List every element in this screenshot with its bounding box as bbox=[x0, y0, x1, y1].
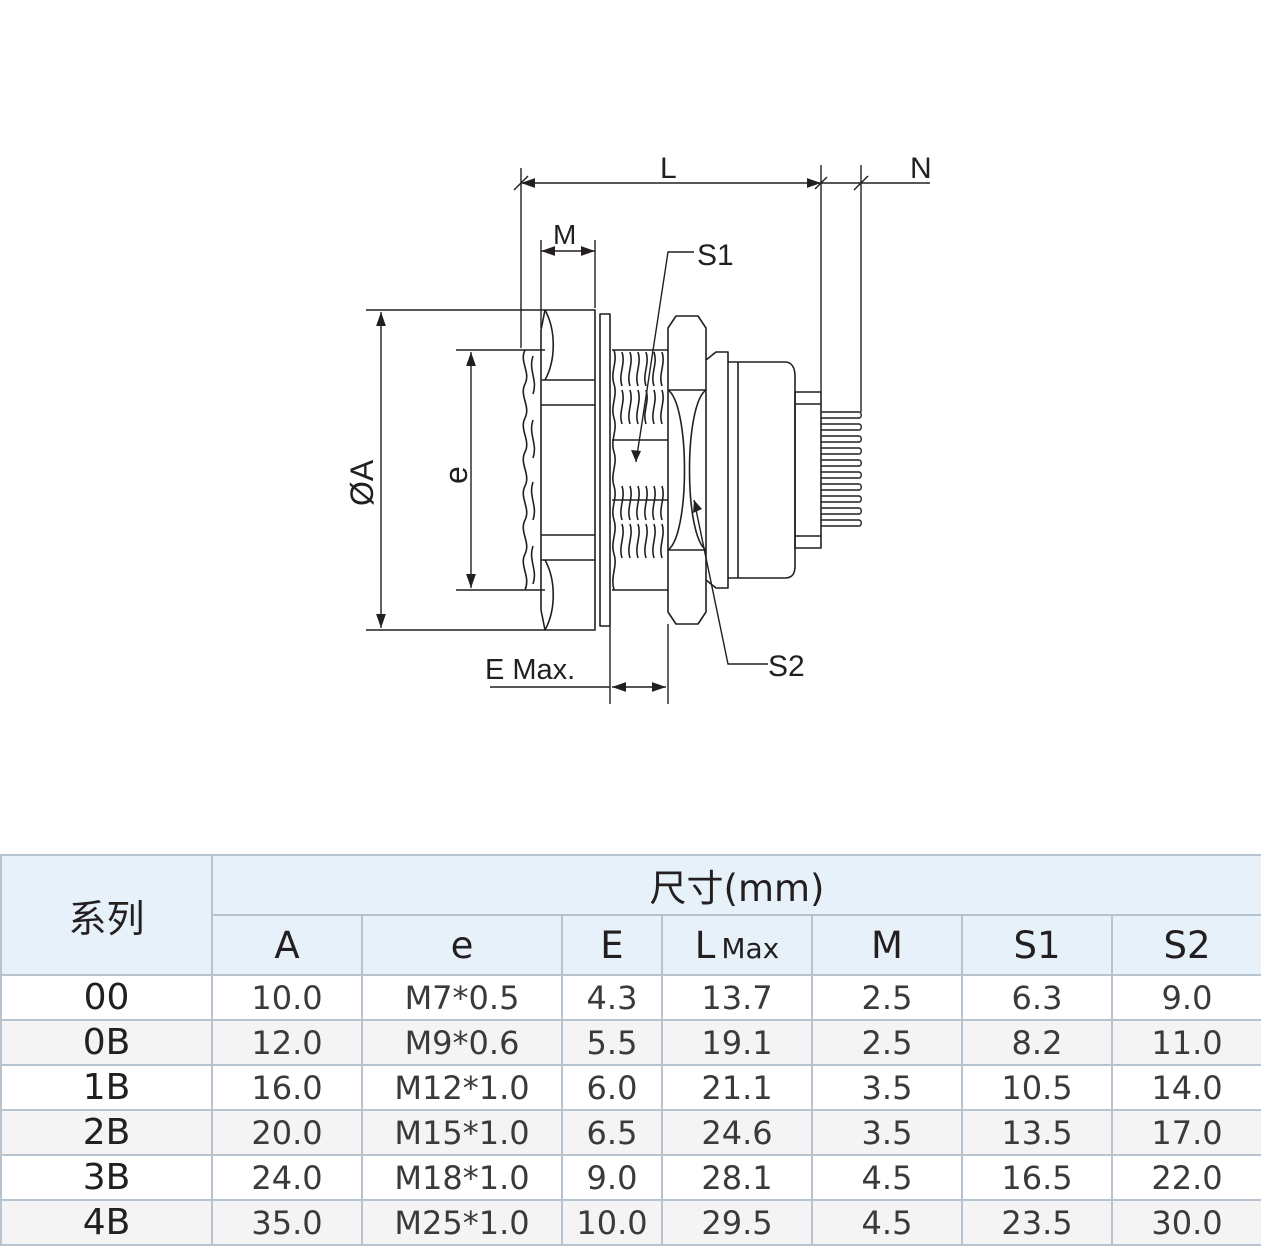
table-cell: M15*1.0 bbox=[361, 1109, 563, 1156]
table-cell: 3.5 bbox=[811, 1109, 963, 1156]
table-cell: 4.5 bbox=[811, 1199, 963, 1246]
table-cell: 6.0 bbox=[561, 1064, 663, 1111]
label-S2: S2 bbox=[768, 650, 805, 683]
table-cell: M12*1.0 bbox=[361, 1064, 563, 1111]
table-cell: 16.5 bbox=[961, 1154, 1113, 1201]
table-cell: 2.5 bbox=[811, 974, 963, 1021]
table-cell: 14.0 bbox=[1111, 1064, 1261, 1111]
table-cell: 10.0 bbox=[211, 974, 363, 1021]
column-header-label: E bbox=[600, 923, 624, 967]
table-cell: 21.1 bbox=[661, 1064, 813, 1111]
label-e: e bbox=[438, 466, 474, 484]
column-header-label: L bbox=[694, 923, 716, 967]
label-N: N bbox=[910, 152, 932, 185]
pin-block bbox=[794, 391, 822, 549]
table-cell: 4.5 bbox=[811, 1154, 963, 1201]
label-S1: S1 bbox=[697, 239, 734, 272]
table-cell: 17.0 bbox=[1111, 1109, 1261, 1156]
table-cell: 8.2 bbox=[961, 1019, 1113, 1066]
table-cell: 19.1 bbox=[661, 1019, 813, 1066]
table-cell: 6.5 bbox=[561, 1109, 663, 1156]
column-header-a: A bbox=[211, 914, 363, 976]
table-cell: 16.0 bbox=[211, 1064, 363, 1111]
column-header-sub: Max bbox=[721, 931, 780, 965]
label-A: ØA bbox=[344, 459, 380, 506]
table-cell: 9.0 bbox=[1111, 974, 1261, 1021]
column-header-e: e bbox=[361, 914, 563, 976]
table-cell: M7*0.5 bbox=[361, 974, 563, 1021]
column-header-e: E bbox=[561, 914, 663, 976]
label-E-max: E Max. bbox=[485, 654, 575, 686]
table-cell: 4.3 bbox=[561, 974, 663, 1021]
column-header-label: e bbox=[450, 923, 474, 967]
table-cell: 12.0 bbox=[211, 1019, 363, 1066]
table-cell: 28.1 bbox=[661, 1154, 813, 1201]
table-cell: 6.3 bbox=[961, 974, 1113, 1021]
table-cell: 2.5 bbox=[811, 1019, 963, 1066]
table-cell: 22.0 bbox=[1111, 1154, 1261, 1201]
connector-technical-drawing: L N M S1 S2 ØA e E Max. bbox=[344, 152, 932, 704]
table-cell: 23.5 bbox=[961, 1199, 1113, 1246]
series-cell: 00 bbox=[0, 974, 213, 1021]
series-cell: 3B bbox=[0, 1154, 213, 1201]
front-hex-nut bbox=[540, 309, 596, 631]
body-thread bbox=[612, 349, 668, 591]
table-cell: 35.0 bbox=[211, 1199, 363, 1246]
series-cell: 1B bbox=[0, 1064, 213, 1111]
table-cell: 10.0 bbox=[561, 1199, 663, 1246]
column-header-label: A bbox=[274, 923, 300, 967]
column-header-label: S2 bbox=[1163, 923, 1211, 967]
table-cell: 3.5 bbox=[811, 1064, 963, 1111]
rear-hex-nut bbox=[667, 315, 707, 625]
series-cell: 2B bbox=[0, 1109, 213, 1156]
table-cell: M18*1.0 bbox=[361, 1154, 563, 1201]
column-header-label: M bbox=[871, 923, 903, 967]
column-header-s1: S1 bbox=[961, 914, 1113, 976]
table-cell: M9*0.6 bbox=[361, 1019, 563, 1066]
table-cell: M25*1.0 bbox=[361, 1199, 563, 1246]
table-cell: 24.6 bbox=[661, 1109, 813, 1156]
table-cell: 5.5 bbox=[561, 1019, 663, 1066]
table-cell: 13.7 bbox=[661, 974, 813, 1021]
table-cell: 13.5 bbox=[961, 1109, 1113, 1156]
table-cell: 9.0 bbox=[561, 1154, 663, 1201]
table-cell: 29.5 bbox=[661, 1199, 813, 1246]
column-header-label: S1 bbox=[1013, 923, 1061, 967]
series-cell: 0B bbox=[0, 1019, 213, 1066]
solder-pins bbox=[821, 411, 862, 527]
table-cell: 11.0 bbox=[1111, 1019, 1261, 1066]
table-cell: 10.5 bbox=[961, 1064, 1113, 1111]
dimensions-group-header: 尺寸(mm) bbox=[211, 854, 1261, 916]
table-cell: 30.0 bbox=[1111, 1199, 1261, 1246]
column-header-s2: S2 bbox=[1111, 914, 1261, 976]
series-header: 系列 bbox=[0, 854, 213, 976]
rear-body bbox=[705, 351, 729, 589]
table-cell: 24.0 bbox=[211, 1154, 363, 1201]
table-cell: 20.0 bbox=[211, 1109, 363, 1156]
column-header-m: M bbox=[811, 914, 963, 976]
label-M: M bbox=[553, 219, 576, 250]
front-thread bbox=[522, 349, 528, 591]
label-L: L bbox=[660, 152, 677, 185]
series-cell: 4B bbox=[0, 1199, 213, 1246]
panel-washer bbox=[599, 313, 611, 627]
